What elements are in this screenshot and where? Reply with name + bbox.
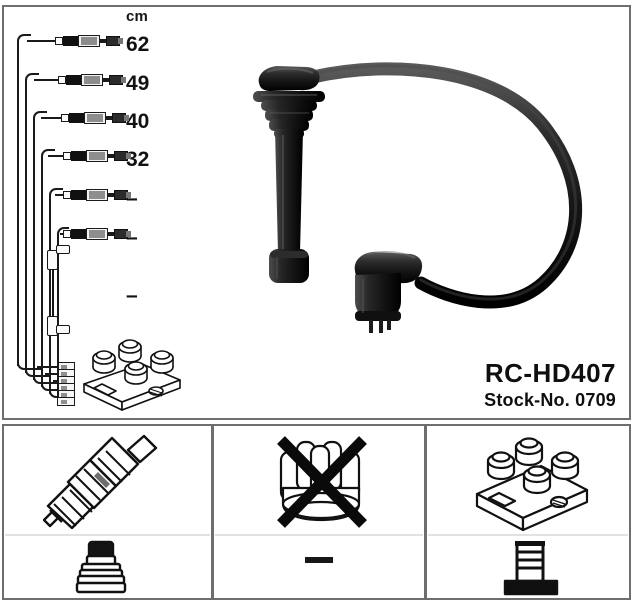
cable-bundle-trunk-1 [17, 46, 19, 366]
cable-lead-4 [48, 155, 66, 157]
cable-bundle-elbow-1 [17, 34, 31, 48]
coil-terminal-connector-icon [499, 540, 563, 598]
cable-bundle-foot-3 [33, 368, 57, 384]
cable-connector-3 [61, 111, 129, 125]
measure-unit-header: cm [126, 8, 149, 25]
measure-label-1: 62 [126, 33, 150, 56]
cable-bundle-elbow-6 [57, 227, 69, 241]
cable-bundle-trunk-6 [57, 239, 59, 401]
right-angle-boot-top-arm [56, 245, 70, 254]
main-cable-photo [243, 55, 618, 355]
cable-bundle-foot-5 [49, 382, 63, 398]
panel-mid-bottom-dash [305, 557, 333, 563]
cable-bundle-elbow-3 [33, 111, 47, 125]
cable-bundle-stub-6 [57, 397, 75, 406]
distributor-cap-crossed-out-icon [267, 432, 377, 532]
measure-label-4: 32 [126, 148, 150, 171]
measure-label-6: – [126, 226, 138, 249]
cable-row-2 [0, 73, 126, 87]
panel-ignition-coil [425, 424, 631, 600]
measure-label-5: – [126, 187, 138, 210]
cable-bundle-foot-1 [17, 354, 41, 370]
panel-right-divider [428, 534, 628, 536]
cable-bundle-trunk-5 [49, 200, 51, 394]
cable-bundle-trunk-3 [33, 123, 35, 380]
cable-row-4 [0, 149, 131, 163]
cable-row-3 [0, 111, 129, 125]
cable-bundle-elbow-5 [49, 188, 63, 202]
panel-distributor-cap [212, 424, 426, 600]
cable-lead-3 [41, 117, 63, 119]
panel-left-divider [5, 534, 210, 536]
measure-label-3: 40 [126, 110, 150, 133]
short-cable-wire [52, 269, 54, 319]
panel-mid-divider [215, 534, 423, 536]
measure-label-7: – [126, 284, 138, 307]
plug-boot-connector-icon [70, 540, 140, 598]
cable-connector-5 [63, 188, 131, 202]
cable-row-1 [0, 34, 125, 48]
cable-connector-1 [55, 34, 123, 48]
cable-bundle-elbow-2 [25, 73, 39, 87]
part-number-block: RC-HD407 Stock-No. 0709 [484, 358, 616, 411]
right-angle-boot-bottom-arm [56, 325, 70, 334]
cable-bundle-elbow-4 [41, 149, 55, 163]
coil-pack-schematic-icon [78, 336, 186, 412]
cable-bundle-trunk-2 [25, 85, 27, 373]
cable-connector-2 [58, 73, 126, 87]
stock-number: Stock-No. 0709 [484, 390, 616, 411]
cable-connector-4 [63, 149, 131, 163]
cable-bundle-foot-4 [41, 375, 61, 391]
cable-connector-6 [63, 227, 131, 241]
cable-bundle-trunk-4 [41, 161, 43, 387]
cable-bundle-foot-2 [25, 361, 49, 377]
spark-plug-icon [32, 432, 182, 532]
ignition-coil-pack-icon [471, 432, 593, 532]
measure-label-2: 49 [126, 72, 150, 95]
panel-spark-plug [2, 424, 213, 600]
cable-lead-2 [34, 79, 60, 81]
cable-lead-1 [27, 40, 57, 42]
product-code: RC-HD407 [484, 358, 616, 388]
